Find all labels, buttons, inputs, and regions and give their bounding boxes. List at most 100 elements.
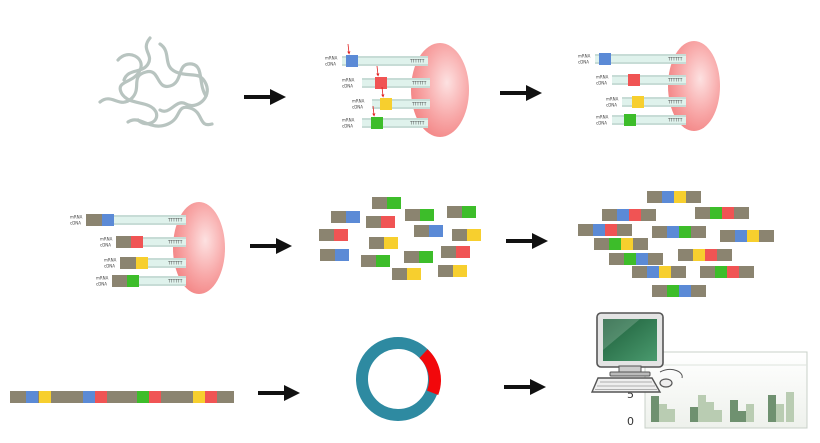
cdna-fragment: [404, 251, 433, 263]
rt-arrow: [376, 65, 380, 77]
monitor-icon: [596, 312, 664, 377]
fragment-segment-strand: [647, 191, 662, 203]
fragment-segment-red: [705, 249, 717, 261]
umi-block-blue: [102, 214, 114, 226]
umi-block-green: [371, 117, 383, 129]
cdna-fragment: [647, 191, 701, 203]
fragment-segment-strand: [414, 225, 429, 237]
poly-t-tail-label: TTTTTT: [411, 102, 427, 107]
fragment-segment-strand: [617, 224, 632, 236]
concatenated-block-green: [137, 391, 149, 403]
fragment-segment-yellow: [621, 238, 633, 250]
fragment-segment-green: [420, 209, 434, 221]
umi-block-yellow: [632, 96, 644, 108]
poly-t-tail-label: TTTTTT: [409, 59, 425, 64]
fragment-segment-strand: [633, 238, 648, 250]
tick-label-5: 5: [627, 388, 634, 401]
mrna-label: mRNA: [596, 75, 609, 80]
fragment-segment-green: [387, 197, 401, 209]
fragment-segment-strand: [691, 285, 706, 297]
flow-arrow-3: [250, 238, 292, 254]
rt-arrow: [381, 86, 385, 98]
chart-bar: [651, 396, 659, 422]
fragment-segment-strand: [319, 229, 334, 241]
rt-arrow: [372, 105, 376, 117]
poly-t-tail-label: TTTTTT: [167, 261, 183, 266]
tick-label-0: 0: [627, 415, 634, 428]
fragment-segment-blue: [593, 224, 605, 236]
flow-arrow-5: [258, 385, 300, 401]
poly-t-tail-label: TTTTTT: [411, 81, 427, 86]
poly-t-tail-label: TTTTTT: [167, 218, 183, 223]
cdna-fragment: [369, 237, 398, 249]
poly-t-tail-label: TTTTTT: [409, 121, 425, 126]
concatenated-backbone: [10, 391, 234, 403]
cdna-fragment: [652, 226, 706, 238]
fragment-segment-blue: [735, 230, 747, 242]
cdna-label: cDNA: [596, 121, 607, 126]
fragment-segment-red: [722, 207, 734, 219]
flow-arrow-2: [500, 85, 542, 101]
fragment-segment-strand: [678, 249, 693, 261]
mrna-label: mRNA: [342, 118, 355, 123]
cdna-fragment: [414, 225, 443, 237]
mrna-label: mRNA: [325, 56, 338, 61]
cdna-label: cDNA: [96, 282, 107, 287]
concatenated-block-blue: [26, 391, 38, 403]
cdna-label: cDNA: [70, 221, 81, 226]
cdna-fragment: [678, 249, 732, 261]
keyboard-icon: [590, 377, 662, 393]
fragment-segment-strand: [405, 209, 420, 221]
rt-arrow: [347, 43, 351, 55]
cdna-fragment: [366, 216, 395, 228]
chart-bar: [776, 404, 784, 422]
fragment-segment-strand: [652, 285, 667, 297]
fragment-segment-yellow: [467, 229, 481, 241]
barcode-segment: [116, 236, 131, 248]
chart-bar: [730, 400, 738, 422]
fragment-segment-green: [609, 238, 621, 250]
fragment-segment-strand: [686, 191, 701, 203]
fragment-segment-red: [334, 229, 348, 241]
cdna-fragment: [602, 209, 656, 221]
chart-bar: [746, 404, 754, 422]
fragment-segment-strand: [404, 251, 419, 263]
flow-arrow-1: [244, 89, 286, 105]
duplex-band: [622, 97, 686, 107]
poly-t-tail-label: TTTTTT: [667, 118, 683, 123]
umi-block-yellow: [380, 98, 392, 110]
fragment-segment-strand: [452, 229, 467, 241]
cdna-label: cDNA: [100, 243, 111, 248]
duplex-band: [86, 215, 186, 225]
fragment-segment-red: [456, 246, 470, 258]
cdna-fragment: [720, 230, 774, 242]
fragment-segment-yellow: [674, 191, 686, 203]
donut-accent-segment: [419, 349, 441, 395]
cdna-fragment: [441, 246, 470, 258]
fragment-segment-blue: [667, 226, 679, 238]
umi-block-blue: [599, 53, 611, 65]
fragment-segment-strand: [602, 209, 617, 221]
concatenated-block-yellow: [193, 391, 205, 403]
fragment-segment-red: [605, 224, 617, 236]
barcode-segment: [86, 214, 102, 226]
cdna-fragment: [609, 253, 663, 265]
fragment-segment-blue: [346, 211, 360, 223]
bead-cdna-umi-panel: mRNAcDNATTTTTTmRNAcDNATTTTTTmRNAcDNATTTT…: [70, 202, 225, 294]
fragment-segment-strand: [594, 238, 609, 250]
fragment-segment-yellow: [659, 266, 671, 278]
umi-block-yellow: [136, 257, 148, 269]
umi-block-blue: [346, 55, 358, 67]
rna-tangle-icon: [98, 36, 214, 128]
flow-arrow-6: [504, 379, 546, 395]
fragment-segment-strand: [609, 253, 624, 265]
cdna-label: cDNA: [325, 62, 336, 67]
